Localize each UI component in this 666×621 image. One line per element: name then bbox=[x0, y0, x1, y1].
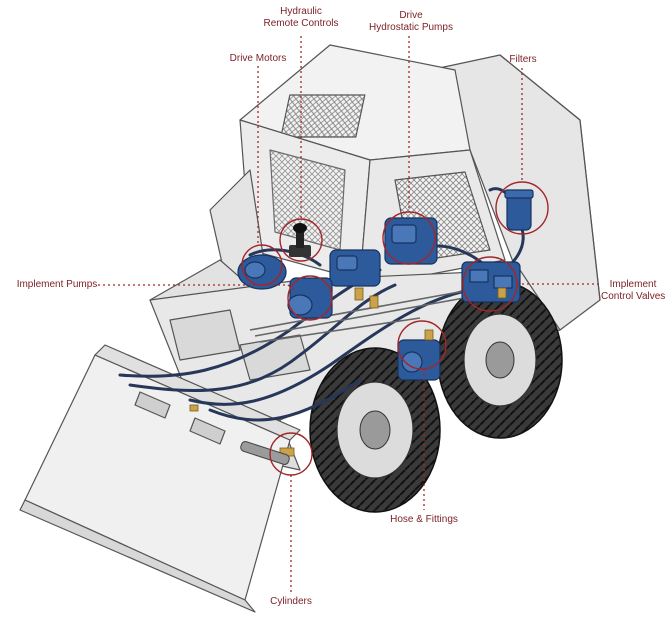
label-drive-motors: Drive Motors bbox=[225, 53, 291, 65]
label-line: Hose & Fittings bbox=[390, 514, 458, 525]
label-line: Control Valves bbox=[601, 291, 666, 302]
hydrostatic-pumps bbox=[329, 217, 438, 287]
label-line: Hydraulic bbox=[280, 6, 322, 17]
callout-circle-implement-pumps bbox=[287, 275, 333, 321]
hose-fitting-motor bbox=[397, 339, 441, 381]
roof-vent-grille bbox=[280, 94, 366, 138]
lift-cylinder bbox=[240, 441, 290, 465]
callout-circle-filters bbox=[495, 181, 549, 235]
implement-pump bbox=[287, 277, 333, 319]
label-line: Implement Pumps bbox=[16, 279, 98, 290]
callout-circle-hose-fittings bbox=[397, 320, 447, 370]
label-hose-fittings: Hose & Fittings bbox=[384, 514, 464, 526]
label-implement-control-valves: Implement Control Valves bbox=[601, 279, 665, 303]
label-filters: Filters bbox=[504, 54, 542, 66]
label-line: Filters bbox=[509, 54, 537, 65]
rear-tire bbox=[437, 281, 563, 439]
label-hydraulic-remote-controls: Hydraulic Remote Controls bbox=[259, 6, 343, 30]
label-line: Hydrostatic Pumps bbox=[369, 22, 453, 33]
brass-fittings bbox=[189, 287, 507, 457]
front-tire bbox=[309, 347, 441, 513]
label-line: Cylinders bbox=[270, 596, 312, 607]
hydraulic-components bbox=[237, 189, 534, 381]
label-implement-pumps: Implement Pumps bbox=[16, 279, 98, 291]
label-drive-hydrostatic-pumps: Drive Hydrostatic Pumps bbox=[365, 10, 457, 34]
drive-motor bbox=[237, 254, 287, 290]
callout-circle-remote-controls bbox=[279, 218, 323, 262]
label-line: Implement bbox=[609, 279, 657, 290]
joystick-control bbox=[289, 223, 311, 257]
label-line: Remote Controls bbox=[263, 18, 339, 29]
filter-canister bbox=[504, 189, 534, 231]
label-cylinders: Cylinders bbox=[262, 596, 320, 608]
hard-lines bbox=[249, 289, 476, 343]
leader-lines bbox=[98, 36, 602, 592]
label-line: Drive bbox=[399, 10, 423, 21]
callout-circle-drive-motors bbox=[241, 244, 283, 286]
label-line: Drive Motors bbox=[229, 53, 287, 64]
